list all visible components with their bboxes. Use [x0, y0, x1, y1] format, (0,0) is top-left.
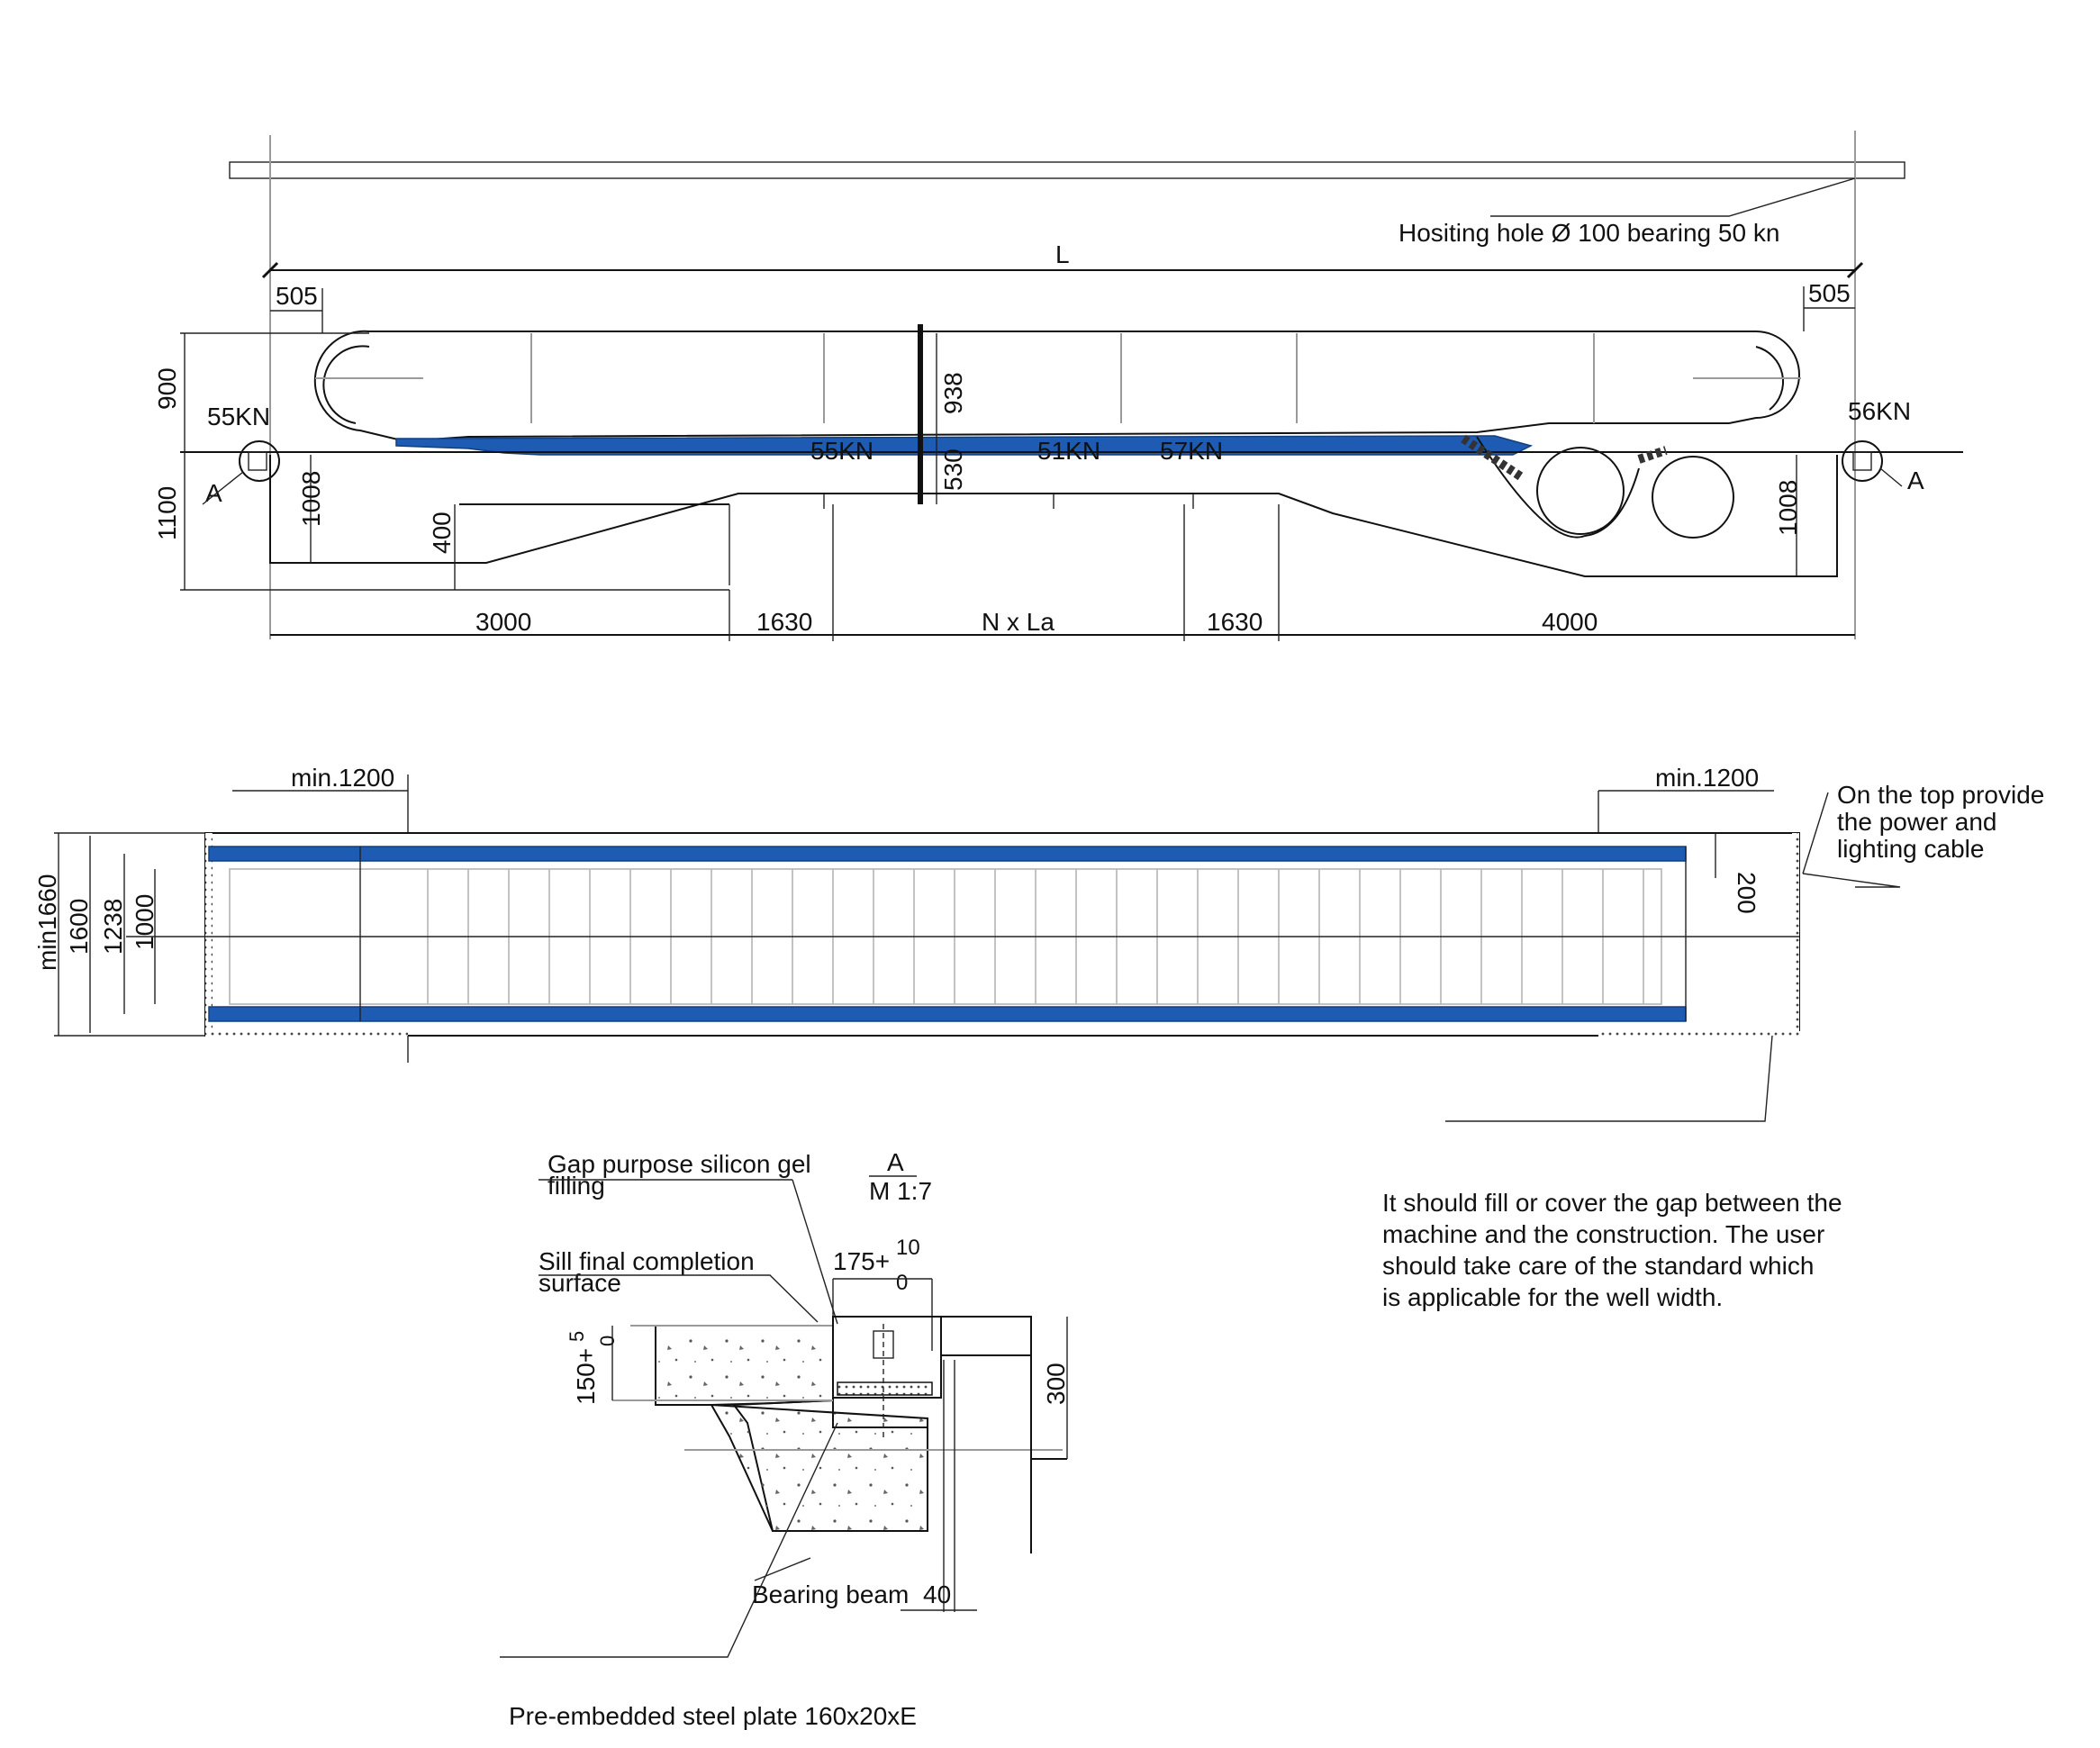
tension-wheel [1652, 456, 1734, 539]
detail-marker-left [239, 440, 280, 482]
dim-1238: 1238 [99, 899, 127, 955]
bearing-beam-concrete [710, 1403, 928, 1532]
escalator-truss-outline [313, 330, 1800, 443]
gap-note-line-1: It should fill or cover the gap between … [1382, 1189, 1842, 1217]
dim-505-right-label: 505 [1808, 279, 1851, 307]
load-left: 55KN [207, 403, 270, 430]
dim-150-tol-lower: 0 [596, 1336, 619, 1346]
detail-label-right: A [1907, 466, 1924, 494]
dim-900: 900 [153, 367, 181, 410]
drive-sprocket [1536, 447, 1625, 535]
load-mid-3: 57KN [1160, 437, 1223, 465]
dim-1600: 1600 [65, 899, 93, 955]
dim-40: 40 [923, 1580, 951, 1608]
detail-label-left: A [205, 479, 222, 507]
dim-min1660: min1660 [33, 874, 61, 971]
dim-175: 175+ [833, 1247, 890, 1275]
dim-4000: 4000 [1542, 608, 1598, 636]
scale-ratio: M 1:7 [869, 1177, 932, 1205]
sill-note-line-1: Sill final completion [539, 1247, 755, 1275]
detail-marker-right [1842, 440, 1883, 482]
dim-530: 530 [939, 448, 967, 491]
dim-1008-right: 1008 [1774, 480, 1802, 536]
cable-note-line-2: the power and [1837, 808, 1996, 836]
dim-1008-left: 1008 [297, 471, 325, 527]
step-band-blue [395, 435, 1534, 456]
load-right: 56KN [1848, 397, 1911, 425]
well-outline [204, 832, 1800, 1037]
silicon-note-line-1: Gap purpose silicon gel [548, 1150, 811, 1178]
load-mid-1: 55KN [810, 437, 873, 465]
gap-note-line-3: should take care of the standard which [1382, 1252, 1814, 1280]
dim-938: 938 [939, 372, 967, 414]
gap-note-line-2: machine and the construction. The user [1382, 1220, 1824, 1248]
dim-150: 150+ [572, 1348, 600, 1405]
dim-1100: 1100 [153, 486, 181, 540]
gap-note: It should fill or cover the gap between … [1382, 1189, 1842, 1311]
steel-plate [837, 1381, 933, 1396]
load-mid-2: 51KN [1037, 437, 1100, 465]
dim-1630-right: 1630 [1207, 608, 1263, 636]
handrail-top [208, 846, 1687, 862]
hoisting-note: Hositing hole Ø 100 bearing 50 kn [1398, 219, 1779, 247]
dim-1630-left: 1630 [756, 608, 812, 636]
dim-3000: 3000 [475, 608, 531, 636]
dim-150-tol-upper: 5 [566, 1331, 588, 1342]
scale-label: A [887, 1148, 904, 1176]
hoisting-leader [1490, 177, 1856, 217]
plate-leader [500, 1422, 838, 1658]
dim-NxLa: N x La [982, 608, 1055, 636]
dim-175-tol-lower: 0 [896, 1271, 908, 1295]
plate-note: Pre-embedded steel plate 160x20xE [509, 1702, 917, 1730]
dimension-L-label: L [1055, 240, 1070, 268]
dim-200: 200 [1733, 872, 1761, 914]
gap-note-leader [1445, 1035, 1773, 1122]
silicon-note-line-2: filling [548, 1172, 605, 1200]
dim-400: 400 [428, 512, 456, 554]
cable-note-line-1: On the top provide [1837, 781, 2044, 809]
plan-view: min.1200 min.1200 [33, 764, 2044, 1122]
detail-A-section: Gap purpose silicon gel filling A M 1:7 … [500, 1148, 1070, 1730]
dim-min1200-right: min.1200 [1655, 764, 1759, 792]
dim-1000: 1000 [131, 894, 158, 950]
gap-note-line-4: is applicable for the well width. [1382, 1283, 1723, 1311]
side-elevation-view: Hositing hole Ø 100 bearing 50 kn L 505 … [153, 131, 1963, 641]
handrail-bottom [208, 1006, 1687, 1022]
dim-505-left-label: 505 [276, 282, 318, 310]
dim-175-tol-upper: 10 [896, 1236, 920, 1260]
sill-note-line-2: surface [539, 1269, 621, 1297]
sill-concrete [655, 1325, 834, 1406]
bolt [873, 1330, 894, 1359]
bearing-beam-label: Bearing beam [752, 1580, 909, 1608]
pit-outline [269, 455, 1838, 577]
dim-min1200-left: min.1200 [291, 764, 394, 792]
hoisting-beam [229, 161, 1905, 179]
truss-angle [832, 1316, 942, 1399]
dim-300: 300 [1042, 1363, 1070, 1405]
cable-note-line-3: lighting cable [1837, 835, 1984, 863]
